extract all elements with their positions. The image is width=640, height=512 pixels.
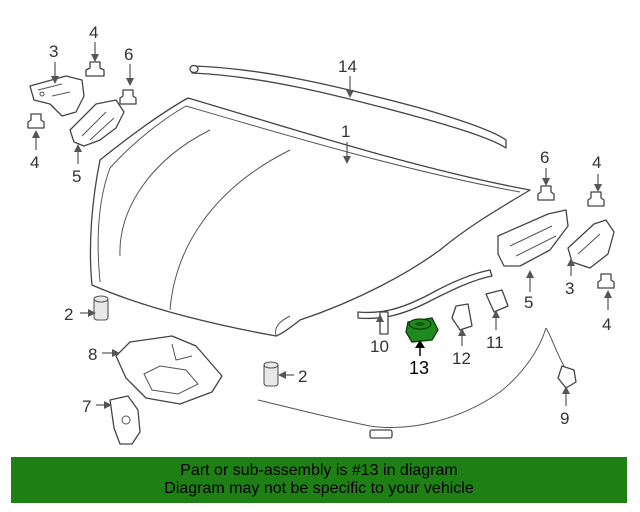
callout-2: 2	[298, 367, 307, 386]
hood-seal-part	[189, 64, 507, 149]
callout-4: 4	[592, 153, 601, 172]
callout-7: 7	[82, 397, 91, 416]
callout-10: 10	[370, 337, 389, 356]
highlighted-part-13	[405, 317, 439, 343]
right-hinge-part	[497, 209, 615, 269]
callout-2: 2	[64, 305, 73, 324]
callout-6: 6	[124, 45, 133, 64]
banner-line-2: Diagram may not be specific to your vehi…	[164, 480, 474, 497]
callout-4: 4	[30, 153, 39, 172]
callout-12: 12	[452, 349, 471, 368]
callout-4: 4	[89, 23, 98, 42]
bolt-part	[27, 61, 615, 289]
callout-9: 9	[560, 409, 569, 428]
callout-3: 3	[565, 279, 574, 298]
callout-8: 8	[88, 345, 97, 364]
callout-1: 1	[341, 122, 350, 141]
hood-panel-part	[89, 97, 531, 337]
info-banner: Part or sub-assembly is #13 in diagram D…	[11, 457, 627, 503]
release-cable-part	[257, 327, 577, 439]
info-banner-background	[11, 457, 627, 503]
clip-part	[451, 289, 509, 331]
callout-14: 14	[338, 57, 357, 76]
banner-line-1: Part or sub-assembly is #13 in diagram	[180, 462, 458, 479]
callout-11: 11	[486, 333, 504, 352]
callout-5: 5	[72, 167, 81, 186]
leader-lines	[32, 42, 612, 409]
callout-5: 5	[524, 293, 533, 312]
callout-13: 13	[409, 358, 429, 378]
hood-latch-part	[109, 395, 141, 445]
hood-bumper-part	[93, 295, 279, 387]
callout-labels: 1 14 3 4 6 4 5 6 4 3 5 4 2 2 8 7 10 11 1…	[30, 23, 611, 428]
callout-3: 3	[49, 42, 58, 61]
latch-bracket-part	[115, 335, 223, 405]
callout-4: 4	[602, 315, 611, 334]
left-hinge-part	[29, 75, 125, 147]
callout-6: 6	[540, 148, 549, 167]
